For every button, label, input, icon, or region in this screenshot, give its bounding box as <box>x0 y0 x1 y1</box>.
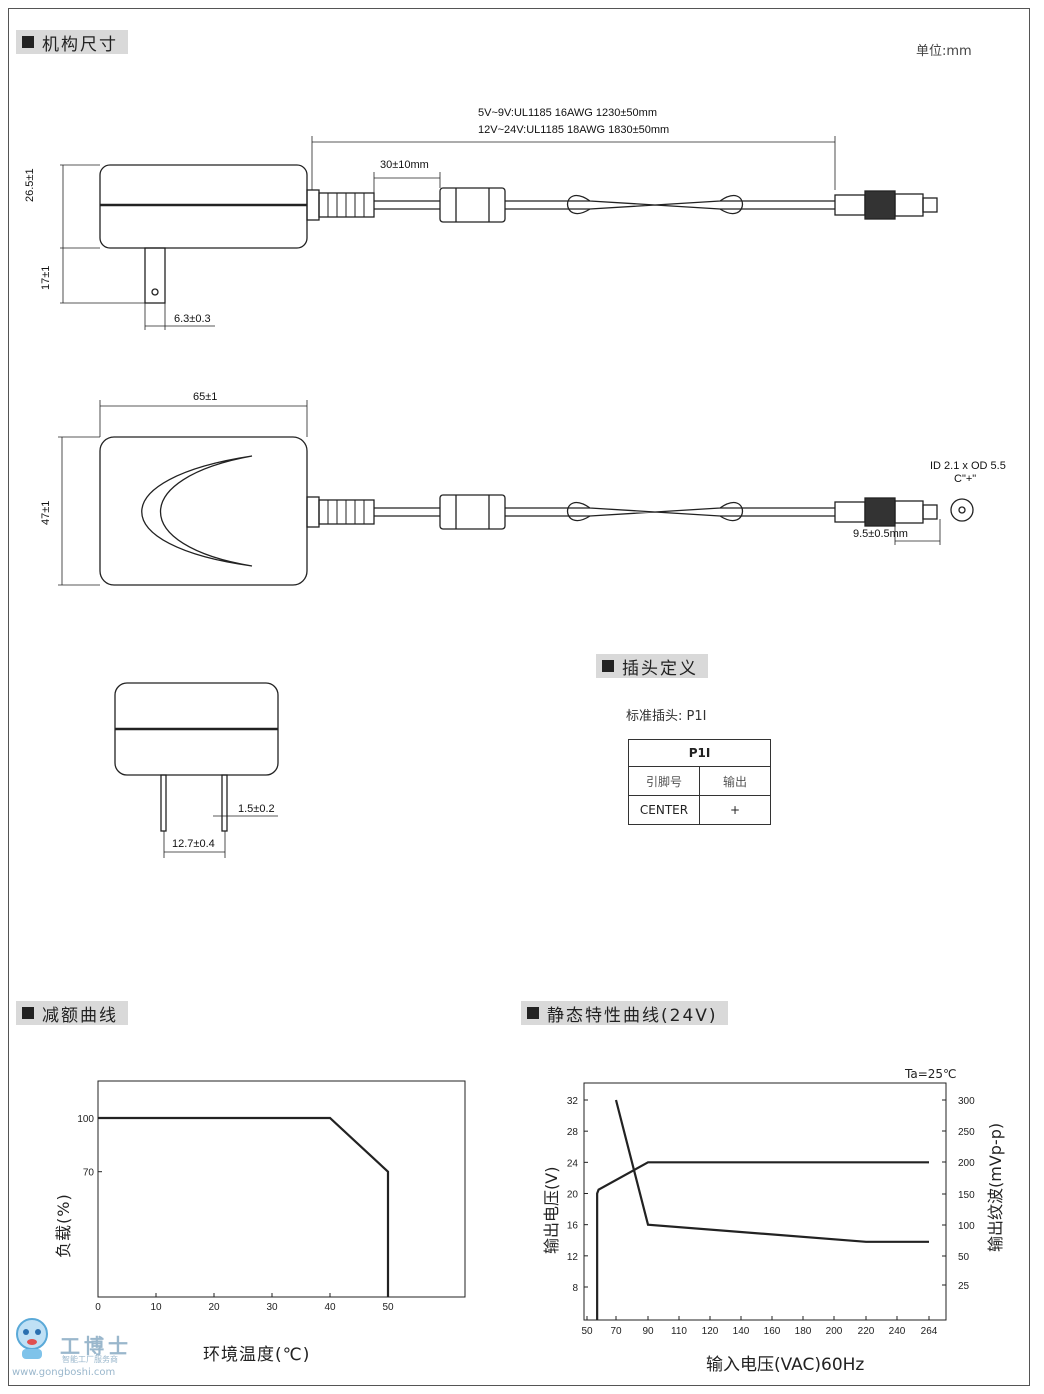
static-y2label: 输出纹波(mVp-p) <box>986 1122 1005 1252</box>
x-tick-label: 10 <box>150 1302 162 1313</box>
y-tick-label: 20 <box>567 1190 579 1201</box>
section-title: 机构尺寸 <box>42 34 118 55</box>
x-tick-label: 70 <box>610 1326 622 1337</box>
y2-tick-label: 150 <box>958 1190 975 1201</box>
section-title: 插头定义 <box>622 658 698 679</box>
plot-frame <box>583 1082 947 1321</box>
pin-table-cell: CENTER <box>628 795 700 825</box>
pin-table: P1I 引脚号 输出 CENTER + <box>628 739 771 825</box>
logo-crescent-icon <box>141 455 253 567</box>
section-title: 静态特性曲线(24V) <box>547 1005 718 1026</box>
y2-tick-label: 200 <box>958 1158 975 1169</box>
dim-prong-pitch: 12.7±0.4 <box>172 838 215 850</box>
prong-left <box>160 774 167 832</box>
section-title: 减额曲线 <box>42 1005 118 1026</box>
cable-spec-line1: 5V~9V:UL1185 16AWG 1230±50mm <box>478 107 657 119</box>
static-note: Ta=25℃ <box>905 1067 957 1081</box>
x-tick-label: 20 <box>208 1302 220 1313</box>
x-tick-label: 160 <box>764 1326 781 1337</box>
x-tick-label: 180 <box>795 1326 812 1337</box>
plot-frame <box>97 1080 466 1298</box>
section-marker-icon <box>22 1007 34 1019</box>
y-tick-label: 32 <box>567 1096 579 1107</box>
x-tick-label: 0 <box>95 1302 101 1313</box>
x-tick-label: 264 <box>921 1326 938 1337</box>
y-tick-label: 70 <box>83 1168 95 1179</box>
robot-mascot-icon <box>16 1318 48 1359</box>
section-marker-icon <box>602 660 614 672</box>
dim-prong-thickness: 1.5±0.2 <box>238 803 275 815</box>
y2-tick-label: 250 <box>958 1127 975 1138</box>
static-ylabel: 输出电压(V) <box>542 1166 561 1254</box>
x-tick-label: 30 <box>266 1302 278 1313</box>
static-xlabel: 输入电压(VAC)60Hz <box>706 1355 865 1375</box>
dim-prong-width: 6.3±0.3 <box>174 313 211 325</box>
prong-side <box>144 247 166 304</box>
x-tick-label: 50 <box>382 1302 394 1313</box>
watermark-logo <box>12 1314 52 1366</box>
x-tick-label: 140 <box>733 1326 750 1337</box>
x-tick-label: 40 <box>324 1302 336 1313</box>
y-tick-label: 8 <box>572 1283 578 1294</box>
section-marker-icon <box>527 1007 539 1019</box>
dim-core-offset: 30±10mm <box>380 159 429 171</box>
y-tick-label: 28 <box>567 1127 579 1138</box>
dim-plug-length: 9.5±0.5mm <box>853 528 908 540</box>
x-tick-label: 200 <box>826 1326 843 1337</box>
y2-tick-label: 300 <box>958 1096 975 1107</box>
plug-spec: ID 2.1 x OD 5.5 <box>930 460 1006 472</box>
y-tick-label: 16 <box>567 1221 579 1232</box>
plug-polarity: C"+" <box>954 473 977 485</box>
x-tick-label: 90 <box>642 1326 654 1337</box>
pin-table-cell: + <box>699 795 771 825</box>
page-frame <box>8 8 1030 1386</box>
y-tick-label: 24 <box>567 1158 579 1169</box>
y-tick-label: 100 <box>77 1114 94 1125</box>
x-tick-label: 110 <box>671 1326 687 1337</box>
derating-xlabel: 环境温度(℃) <box>203 1345 311 1365</box>
section-plug-definition: 插头定义 <box>596 654 708 679</box>
section-dimensions: 机构尺寸 <box>16 30 128 55</box>
dim-width: 65±1 <box>193 391 218 403</box>
plug-end-view-icon <box>950 498 974 522</box>
watermark-url: www.gongboshi.com <box>12 1367 116 1378</box>
y-tick-label: 12 <box>567 1252 579 1263</box>
ferrite-core <box>439 187 506 223</box>
x-tick-label: 50 <box>581 1326 593 1337</box>
plug-standard-label: 标准插头: P1I <box>626 709 707 724</box>
section-static-characteristics: 静态特性曲线(24V) <box>521 1001 728 1026</box>
output-voltage-curve <box>596 1161 929 1320</box>
y2-tick-label: 50 <box>958 1252 970 1263</box>
x-tick-label: 120 <box>702 1326 719 1337</box>
y2-tick-label: 100 <box>958 1221 975 1232</box>
watermark-name: 工博士 <box>60 1334 132 1358</box>
derating-curve <box>98 1116 390 1297</box>
y2-tick-label: 25 <box>958 1281 970 1292</box>
derating-ylabel: 负载(%) <box>54 1193 73 1258</box>
watermark-sub: 智能工厂服务商 <box>62 1355 118 1364</box>
prong-right <box>221 774 228 832</box>
mechanical-drawing <box>58 136 974 858</box>
x-tick-label: 220 <box>858 1326 875 1337</box>
ripple-curve <box>614 1099 929 1243</box>
section-derating: 减额曲线 <box>16 1001 128 1026</box>
section-marker-icon <box>22 36 34 48</box>
unit-label: 单位:mm <box>916 44 972 59</box>
cable-spec-line2: 12V~24V:UL1185 18AWG 1830±50mm <box>478 124 670 136</box>
x-tick-label: 240 <box>889 1326 906 1337</box>
